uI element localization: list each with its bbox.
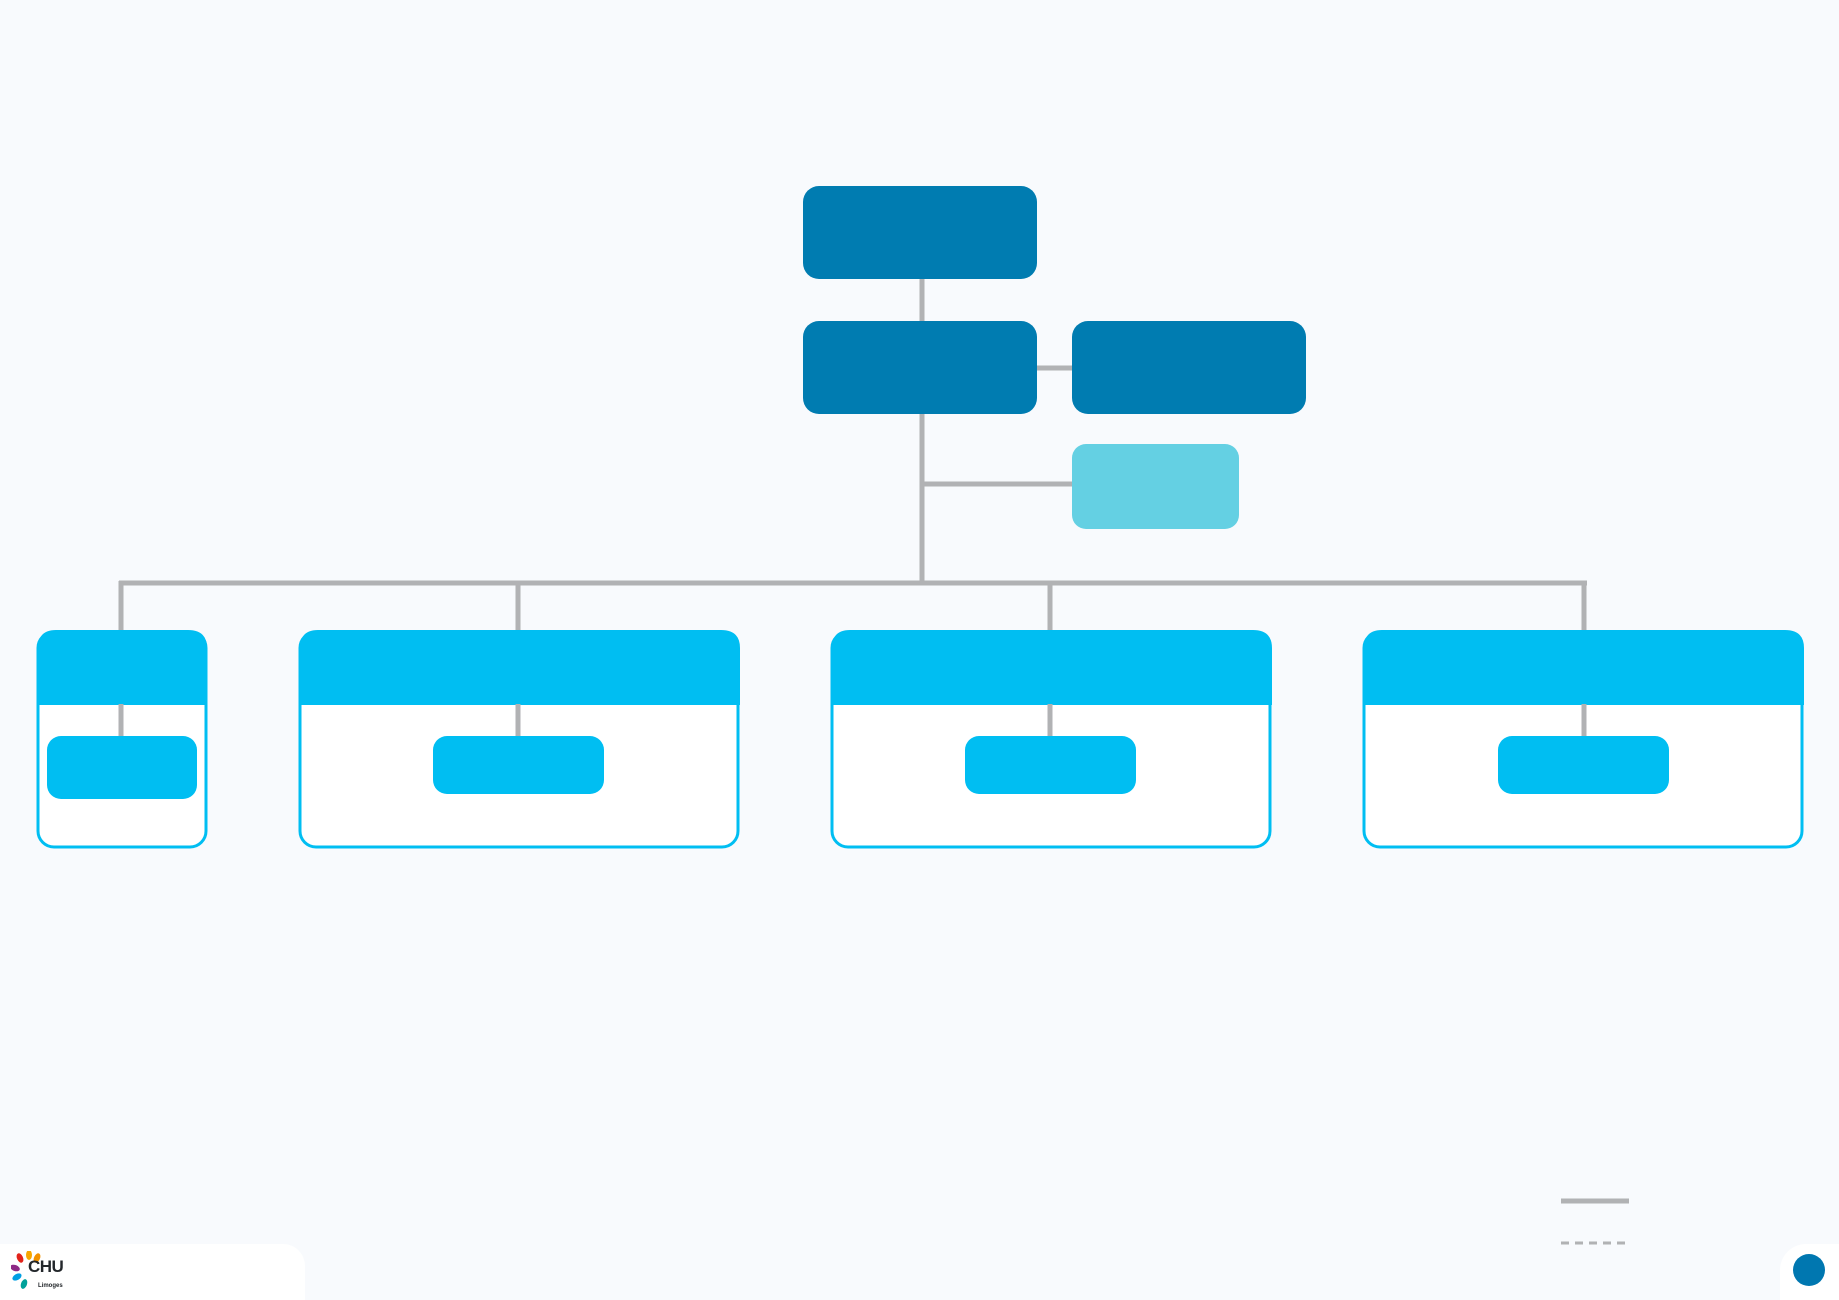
circle-icon	[1793, 1254, 1825, 1286]
legend	[1561, 1198, 1629, 1245]
connector-lines	[118, 278, 1587, 634]
column-1-child-box	[47, 736, 197, 799]
column-3	[830, 630, 1272, 849]
footer-panel	[0, 1244, 305, 1300]
column-2-child-box	[433, 736, 604, 794]
column-3-header	[832, 630, 1272, 705]
node-side	[1072, 321, 1306, 414]
column-1-header	[38, 630, 207, 705]
logo-text: CHU	[28, 1257, 64, 1276]
column-1	[36, 630, 208, 849]
node-side-box	[1072, 321, 1306, 414]
column-2	[298, 630, 740, 849]
column-3-child-box	[965, 736, 1136, 794]
column-4-child-box	[1498, 736, 1669, 794]
column-4-header	[1364, 630, 1804, 705]
node-top-box	[803, 186, 1037, 279]
flower-petals-icon	[11, 1251, 41, 1289]
node-second-box	[803, 321, 1037, 414]
column-4	[1362, 630, 1804, 849]
node-staff	[1072, 444, 1239, 529]
node-top	[803, 186, 1037, 279]
logo-subtext: Limoges	[38, 1283, 63, 1289]
node-second	[803, 321, 1037, 414]
column-2-header	[300, 630, 740, 705]
node-staff-box	[1072, 444, 1239, 529]
